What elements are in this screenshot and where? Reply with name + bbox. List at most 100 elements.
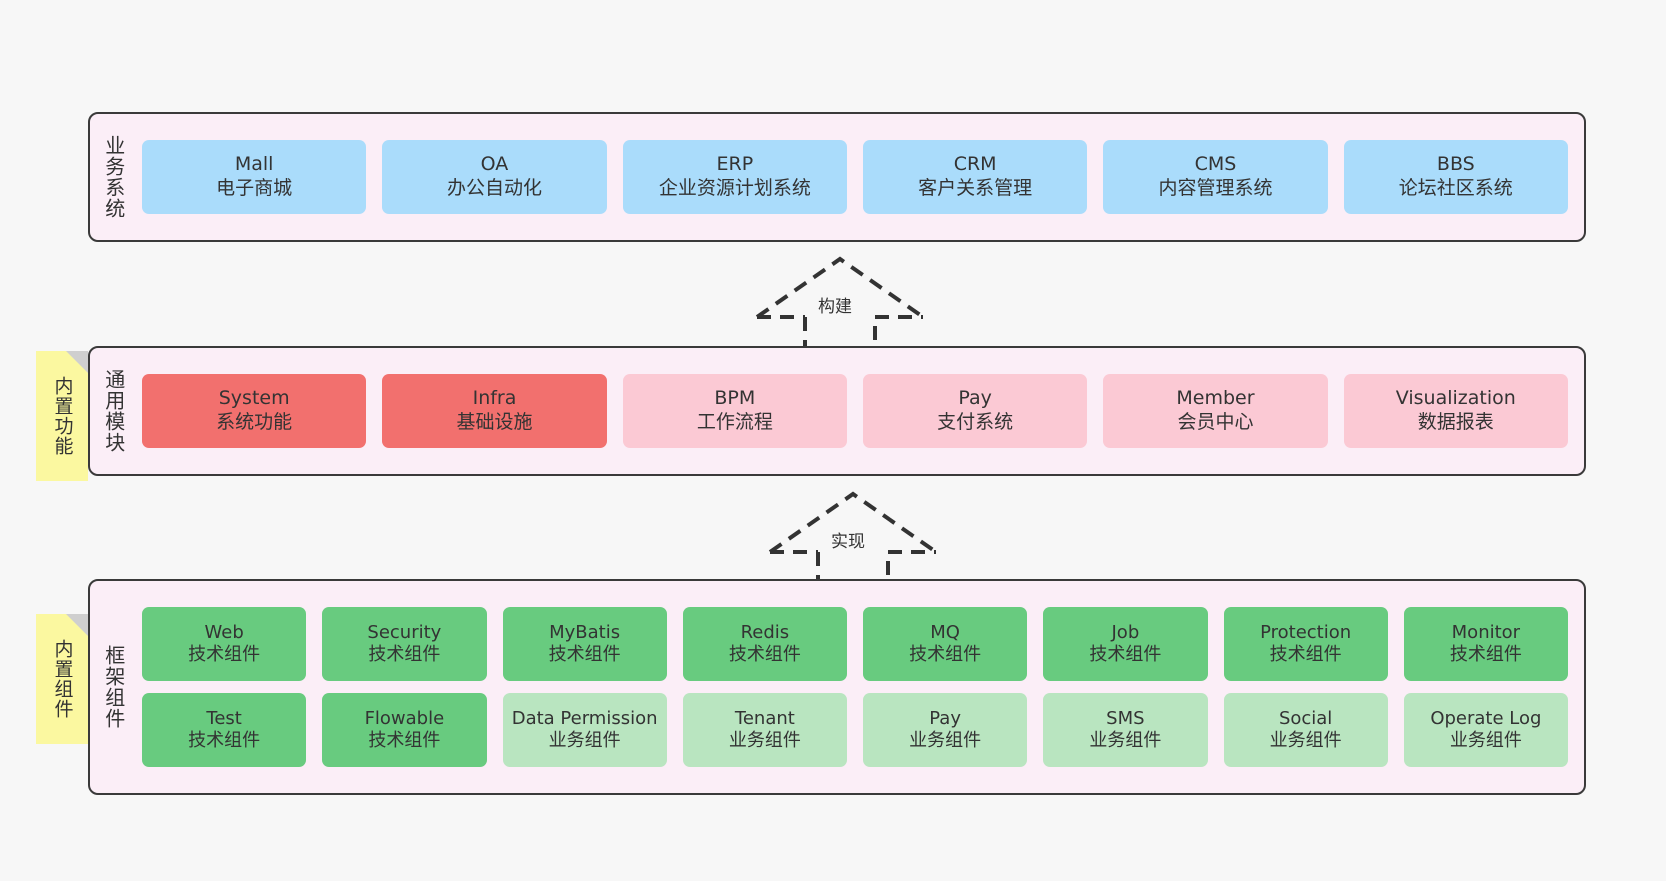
card-monitor[interactable]: Monitor 技术组件 [1403, 607, 1568, 681]
card-job[interactable]: Job 技术组件 [1043, 607, 1208, 681]
card-bbs-title: BBS [1436, 153, 1475, 176]
common-module-layer: 通用模块 System 系统功能 Infra 基础设施 BPM 工作流程 Pay… [88, 346, 1586, 476]
card-security[interactable]: Security 技术组件 [322, 607, 487, 681]
card-crm-subtitle: 客户关系管理 [918, 177, 1033, 199]
card-erp-subtitle: 企业资源计划系统 [658, 177, 811, 199]
card-crm-title: CRM [953, 153, 997, 176]
card-pay[interactable]: Pay 支付系统 [862, 374, 1088, 448]
card-pay-biz[interactable]: Pay 业务组件 [863, 693, 1028, 767]
builtin-features-note-label: 内置功能 [51, 376, 74, 456]
card-oa-subtitle: 办公自动化 [446, 177, 542, 199]
card-system-title: System [218, 387, 290, 410]
card-visualization-subtitle: 数据报表 [1417, 411, 1494, 433]
card-visualization-title: Visualization [1395, 387, 1516, 410]
card-flowable-title: Flowable [364, 707, 445, 729]
card-mybatis-title: MyBatis [549, 621, 621, 643]
card-test[interactable]: Test 技术组件 [142, 693, 307, 767]
card-operate-log-title: Operate Log [1430, 707, 1542, 729]
card-web-title: Web [204, 621, 244, 643]
common-module-layer-title: 通用模块 [101, 369, 126, 453]
card-monitor-subtitle: 技术组件 [1449, 644, 1522, 665]
card-social-title: Social [1278, 707, 1333, 729]
business-system-layer: 业务系统 Mall 电子商城 OA 办公自动化 ERP 企业资源计划系统 CRM… [88, 112, 1586, 242]
card-mybatis-subtitle: 技术组件 [548, 644, 621, 665]
card-social-subtitle: 业务组件 [1269, 730, 1342, 751]
common-module-row: System 系统功能 Infra 基础设施 BPM 工作流程 Pay 支付系统… [142, 374, 1568, 448]
card-flowable[interactable]: Flowable 技术组件 [322, 693, 487, 767]
card-operate-log[interactable]: Operate Log 业务组件 [1403, 693, 1568, 767]
card-redis-title: Redis [740, 621, 790, 643]
card-visualization[interactable]: Visualization 数据报表 [1343, 374, 1568, 448]
card-oa-title: OA [480, 153, 509, 176]
card-test-subtitle: 技术组件 [188, 730, 261, 751]
card-mall[interactable]: Mall 电子商城 [142, 140, 367, 214]
builtin-components-note: 内置组件 [36, 614, 88, 744]
card-data-permission[interactable]: Data Permission 业务组件 [502, 693, 667, 767]
card-protection[interactable]: Protection 技术组件 [1223, 607, 1388, 681]
card-protection-subtitle: 技术组件 [1269, 644, 1342, 665]
framework-component-layer-body: Web 技术组件 Security 技术组件 MyBatis 技术组件 Redi… [136, 581, 1584, 793]
card-sms[interactable]: SMS 业务组件 [1043, 693, 1208, 767]
card-security-title: Security [367, 621, 442, 643]
card-web[interactable]: Web 技术组件 [142, 607, 307, 681]
card-job-title: Job [1111, 621, 1140, 643]
business-system-layer-title: 业务系统 [101, 135, 126, 219]
card-sms-title: SMS [1106, 707, 1145, 729]
card-erp-title: ERP [716, 153, 754, 176]
card-crm[interactable]: CRM 客户关系管理 [862, 140, 1088, 214]
framework-component-layer: 框架组件 Web 技术组件 Security 技术组件 MyBatis 技术组件… [88, 579, 1586, 795]
card-sms-subtitle: 业务组件 [1089, 730, 1162, 751]
framework-component-layer-title: 框架组件 [101, 645, 126, 729]
card-cms-subtitle: 内容管理系统 [1158, 177, 1273, 199]
card-tenant[interactable]: Tenant 业务组件 [682, 693, 847, 767]
card-monitor-title: Monitor [1451, 621, 1521, 643]
card-operate-log-subtitle: 业务组件 [1449, 730, 1522, 751]
card-cms[interactable]: CMS 内容管理系统 [1103, 140, 1328, 214]
card-infra-title: Infra [472, 387, 517, 410]
builtin-features-note: 内置功能 [36, 351, 88, 481]
card-tenant-subtitle: 业务组件 [728, 730, 801, 751]
card-infra-subtitle: 基础设施 [456, 411, 533, 433]
card-mq-subtitle: 技术组件 [909, 644, 982, 665]
card-pay-biz-title: Pay [929, 707, 961, 729]
card-flowable-subtitle: 技术组件 [368, 730, 441, 751]
card-pay-subtitle: 支付系统 [937, 411, 1014, 433]
impl-arrow-label: 实现 [831, 532, 865, 552]
card-redis-subtitle: 技术组件 [728, 644, 801, 665]
card-web-subtitle: 技术组件 [188, 644, 261, 665]
card-mq-title: MQ [930, 621, 960, 643]
card-mq[interactable]: MQ 技术组件 [863, 607, 1028, 681]
card-member-subtitle: 会员中心 [1177, 411, 1254, 433]
note-fold-icon [66, 614, 88, 636]
card-data-permission-title: Data Permission [511, 707, 658, 729]
card-mybatis[interactable]: MyBatis 技术组件 [502, 607, 667, 681]
card-pay-title: Pay [958, 387, 992, 410]
card-cms-title: CMS [1194, 153, 1237, 176]
card-mall-title: Mall [234, 153, 274, 176]
card-bpm[interactable]: BPM 工作流程 [622, 374, 847, 448]
card-social[interactable]: Social 业务组件 [1223, 693, 1388, 767]
card-mall-subtitle: 电子商城 [216, 177, 293, 199]
card-job-subtitle: 技术组件 [1089, 644, 1162, 665]
common-module-layer-body: System 系统功能 Infra 基础设施 BPM 工作流程 Pay 支付系统… [136, 348, 1584, 474]
framework-biz-row: Test 技术组件 Flowable 技术组件 Data Permission … [142, 693, 1568, 767]
card-data-permission-subtitle: 业务组件 [548, 730, 621, 751]
framework-tech-row: Web 技术组件 Security 技术组件 MyBatis 技术组件 Redi… [142, 607, 1568, 681]
business-system-row: Mall 电子商城 OA 办公自动化 ERP 企业资源计划系统 CRM 客户关系… [142, 140, 1568, 214]
card-redis[interactable]: Redis 技术组件 [682, 607, 847, 681]
card-erp[interactable]: ERP 企业资源计划系统 [622, 140, 847, 214]
card-test-title: Test [206, 707, 242, 729]
card-bpm-subtitle: 工作流程 [696, 411, 773, 433]
card-bpm-title: BPM [714, 387, 756, 410]
card-oa[interactable]: OA 办公自动化 [382, 140, 607, 214]
builtin-components-note-label: 内置组件 [51, 639, 74, 719]
card-bbs[interactable]: BBS 论坛社区系统 [1343, 140, 1568, 214]
card-tenant-title: Tenant [734, 707, 795, 729]
card-member[interactable]: Member 会员中心 [1103, 374, 1328, 448]
card-infra[interactable]: Infra 基础设施 [382, 374, 607, 448]
card-security-subtitle: 技术组件 [368, 644, 441, 665]
note-fold-icon [66, 351, 88, 373]
card-system[interactable]: System 系统功能 [142, 374, 367, 448]
card-bbs-subtitle: 论坛社区系统 [1398, 177, 1513, 199]
card-pay-biz-subtitle: 业务组件 [909, 730, 982, 751]
